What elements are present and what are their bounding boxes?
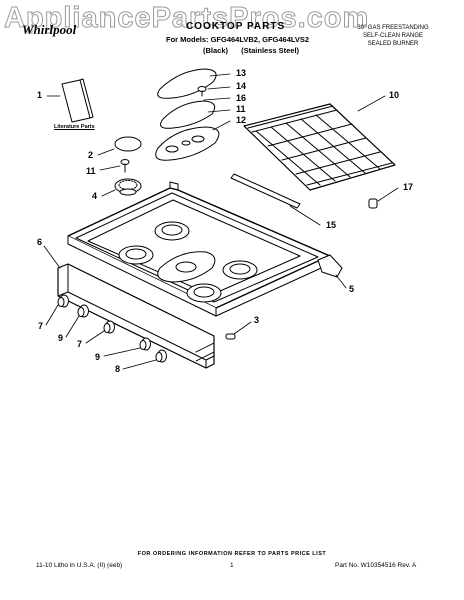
product-description: 30" GAS FREESTANDING SELF-CLEAN RANGE SE… [334,24,452,48]
callout-8: 8 [115,364,121,374]
grate-foot [368,198,378,209]
knob-4 [139,337,151,351]
callout-12: 12 [236,115,247,125]
seal-strip [230,173,301,209]
burner-base [114,178,142,196]
model-numbers: For Models: GFG464LVB2, GFG464LVS2 [166,35,310,44]
callout-9-lower: 9 [95,352,101,362]
knob-1 [57,294,69,308]
litho-note: 11-10 Litho in U.S.A. (II) (eeb) [36,562,123,569]
callout-6: 6 [37,237,43,247]
callout-5: 5 [349,284,355,294]
callout-11-right: 11 [236,104,246,114]
callout-2: 2 [88,150,94,160]
variant-black: (Black) [203,46,229,55]
igniter-clip [225,333,236,340]
knob-2 [77,304,89,318]
brand-logo: Whirlpool [22,22,77,37]
cooktop [67,181,331,317]
part-number: Part No. W10354516 Rev. A [335,562,417,569]
side-trim [317,254,343,278]
ordering-note: FOR ORDERING INFORMATION REFER TO PARTS … [137,551,327,557]
callout-16: 16 [236,93,247,103]
watermark: AppliancePartsPros.com [3,2,370,35]
description-line: SELF-CLEAN RANGE [362,33,423,39]
center-burner-plate [160,100,216,129]
page-number: 1 [230,562,234,569]
callout-3: 3 [254,315,260,325]
knob-5 [155,349,167,363]
callout-9: 9 [58,333,64,343]
page-title: COOKTOP PARTS [186,21,286,32]
center-burner-base [155,126,220,161]
screw [120,159,130,173]
callout-14: 14 [236,81,247,91]
center-burner-cap [157,68,217,99]
description-line: 30" GAS FREESTANDING [357,25,429,31]
callout-17: 17 [403,182,414,192]
variant-stainless: (Stainless Steel) [241,46,300,55]
center-screw [197,86,207,97]
callout-7: 7 [38,321,44,331]
literature-booklet [61,78,94,123]
grate [243,103,396,191]
callout-13: 13 [236,68,247,78]
callout-7-lower: 7 [77,339,83,349]
callout-1: 1 [37,90,43,100]
description-line: SEALED BURNER [367,41,419,47]
literature-parts-label: Literature Parts [54,124,95,130]
model-variants: (Black) (Stainless Steel) [203,46,310,55]
callout-10: 10 [389,90,400,100]
control-panel [57,263,215,369]
callout-15: 15 [326,220,337,230]
knob-3 [103,320,115,334]
callout-4: 4 [92,191,98,201]
callout-11: 11 [86,166,96,176]
burner-cap [114,136,142,152]
